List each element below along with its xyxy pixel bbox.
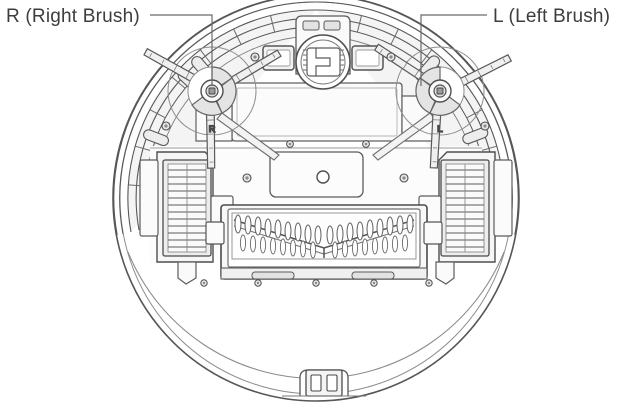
- screw: [200, 279, 208, 287]
- front-caster-wheel: [295, 15, 351, 90]
- screw: [161, 121, 171, 131]
- screw: [254, 279, 262, 287]
- screw: [480, 121, 490, 131]
- left-brush-callout-label: L (Left Brush): [493, 6, 610, 27]
- right-brush-leader-line: [150, 14, 213, 86]
- left-brush-hub-mark: L: [437, 124, 443, 134]
- chassis-tabs: [177, 261, 455, 285]
- right-side-brush: R: [143, 46, 282, 169]
- bumper-segment-ticks: [128, 15, 504, 187]
- screw: [286, 140, 294, 148]
- screw: [250, 52, 260, 62]
- cliff-sensor-right: [351, 45, 384, 71]
- chassis-struts: [216, 112, 436, 161]
- main-brush-roller: [205, 204, 443, 280]
- dustbin-cover-panel: [269, 151, 364, 198]
- screw: [242, 173, 252, 183]
- screw: [362, 140, 370, 148]
- right-brush-hub-mark: R: [209, 124, 216, 134]
- screw: [425, 279, 433, 287]
- left-side-brush: L: [373, 43, 513, 169]
- charging-contacts: [282, 369, 366, 397]
- left-brush-leader-line: [420, 14, 487, 86]
- vacuum-body: R: [112, 0, 520, 402]
- right-drive-wheel: [418, 151, 513, 263]
- screw: [386, 52, 396, 62]
- callout-leaders: [150, 14, 487, 86]
- screw: [312, 279, 320, 287]
- screw: [370, 279, 378, 287]
- screw: [399, 173, 409, 183]
- right-brush-callout-label: R (Right Brush): [6, 6, 140, 27]
- battery-cover-panel: [231, 82, 403, 142]
- screw-group: [161, 52, 490, 287]
